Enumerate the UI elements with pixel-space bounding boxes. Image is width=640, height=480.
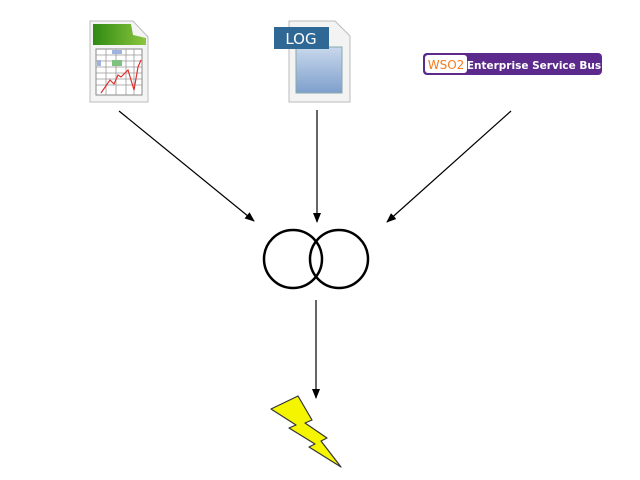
wso2-esb-logo: WSO2 Enterprise Service Bus [423,53,602,75]
log-file-icon: LOG [274,20,351,103]
arrow-spreadsheet-to-processor [118,110,255,222]
lightning-bolt-icon [270,395,342,468]
wso2-brand: WSO2 [428,58,465,72]
overlapping-circles-icon [262,228,370,290]
esb-label: Enterprise Service Bus [467,60,601,72]
log-label: LOG [285,30,316,48]
arrow-esb-to-processor [386,110,512,223]
spreadsheet-icon [89,20,149,103]
